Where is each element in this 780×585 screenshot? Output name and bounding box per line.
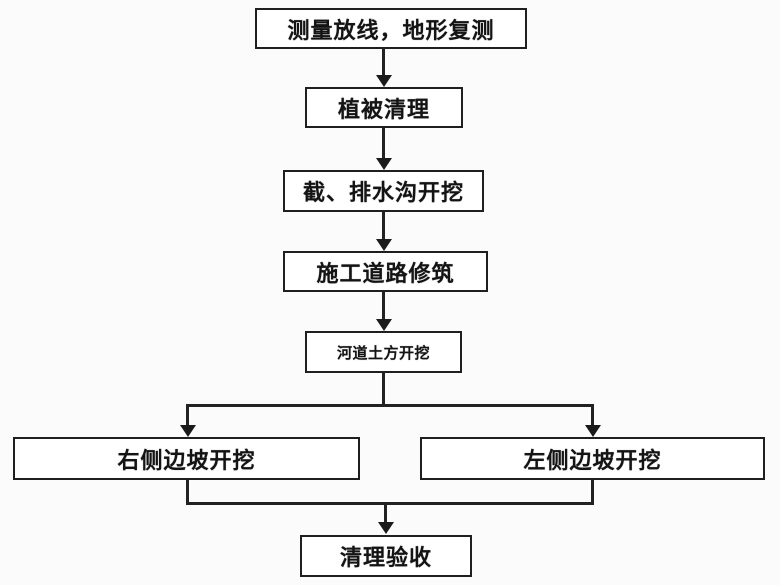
arrow-down-icon	[376, 319, 392, 331]
flow-line	[186, 404, 189, 425]
flow-line	[384, 502, 387, 523]
node-cleanup-acceptance: 清理验收	[300, 535, 472, 577]
node-construction-road: 施工道路修筑	[283, 251, 488, 292]
arrow-down-icon	[376, 239, 392, 251]
node-drainage-ditch-excavation: 截、排水沟开挖	[283, 170, 484, 212]
flow-line	[382, 128, 385, 160]
arrow-down-icon	[376, 75, 392, 87]
node-vegetation-clearing: 植被清理	[305, 87, 463, 128]
flow-line	[382, 292, 385, 321]
flow-line	[186, 480, 189, 505]
flow-line	[382, 373, 385, 407]
arrow-down-icon	[378, 522, 394, 534]
arrow-down-icon	[376, 158, 392, 170]
node-left-slope-excavation: 左侧边坡开挖	[420, 437, 765, 480]
node-river-earthwork: 河道土方开挖	[305, 331, 462, 373]
arrow-down-icon	[180, 425, 196, 437]
arrow-down-icon	[585, 425, 601, 437]
flow-merge-line	[186, 502, 594, 505]
node-right-slope-excavation: 右侧边坡开挖	[13, 437, 360, 480]
flow-line	[591, 480, 594, 505]
flow-line	[382, 212, 385, 241]
flow-line	[382, 48, 385, 77]
flow-branch-line	[186, 404, 594, 407]
node-survey-layout: 测量放线，地形复测	[255, 8, 527, 49]
flow-line	[591, 404, 594, 425]
